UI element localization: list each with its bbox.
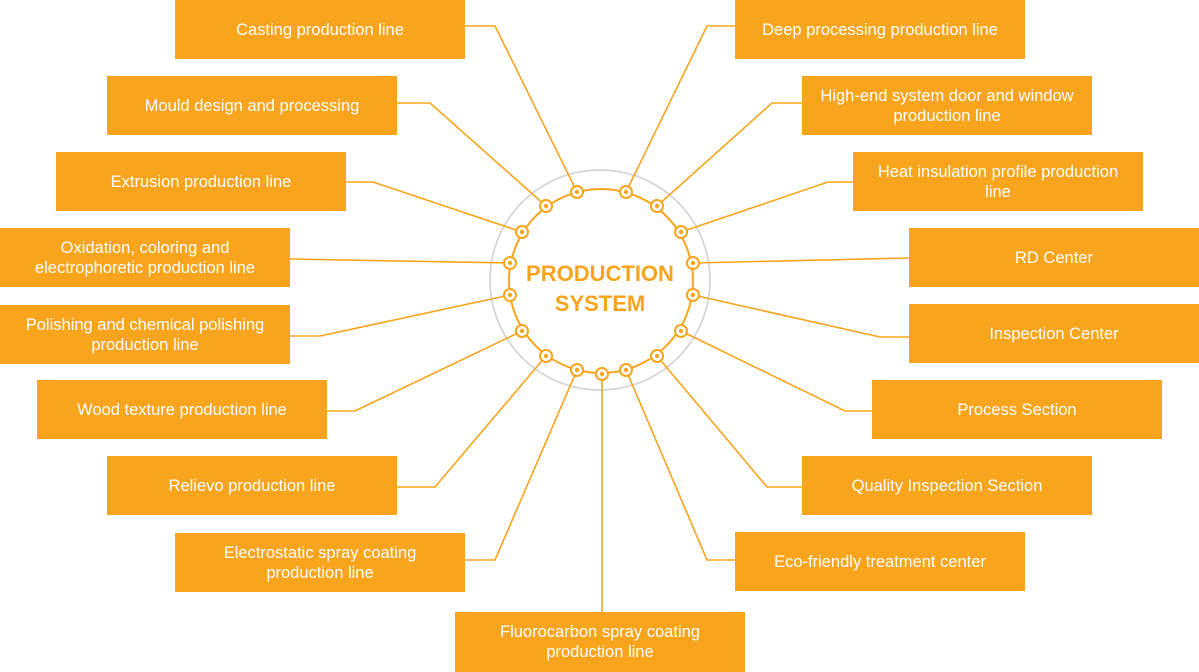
connector-line: [397, 102, 547, 207]
connector-line: [656, 355, 802, 488]
box-rd-center: RD Center: [909, 228, 1199, 287]
box-casting: Casting production line: [175, 0, 465, 59]
connector-node-dot: [507, 260, 513, 266]
connector-line: [625, 369, 735, 561]
center-title-line1: PRODUCTION: [526, 261, 674, 286]
connector-node-dot: [678, 328, 684, 334]
connector-line: [692, 257, 910, 264]
box-relievo: Relievo production line: [107, 456, 397, 515]
center-title-line2: SYSTEM: [554, 291, 646, 316]
connector-node-dot: [574, 367, 580, 373]
connector-node-dot: [654, 353, 660, 359]
box-extrusion: Extrusion production line: [56, 152, 346, 211]
box-fluorocarbon: Fluorocarbon spray coating production li…: [455, 612, 745, 672]
box-mould: Mould design and processing: [107, 76, 397, 135]
connector-node-dot: [574, 189, 580, 195]
box-quality-inspection: Quality Inspection Section: [802, 456, 1092, 515]
connector-line: [680, 330, 872, 412]
connector-node-dot: [599, 371, 605, 377]
connector-node-dot: [543, 203, 549, 209]
connector-line: [289, 258, 511, 264]
connector-node-dot: [543, 353, 549, 359]
box-process-section: Process Section: [872, 380, 1162, 439]
connector-node-dot: [654, 203, 660, 209]
connector-node-dot: [690, 260, 696, 266]
connector-line: [346, 181, 523, 233]
connector-line: [680, 181, 853, 233]
connector-line: [656, 102, 802, 207]
connector-node-dot: [507, 292, 513, 298]
box-inspection-center: Inspection Center: [909, 304, 1199, 363]
connector-node-dot: [519, 229, 525, 235]
connector-node-dot: [690, 292, 696, 298]
connector-node-dot: [623, 189, 629, 195]
connector-node-dot: [623, 367, 629, 373]
connector-line: [327, 330, 523, 412]
connector-line: [625, 25, 735, 193]
box-eco-treatment: Eco-friendly treatment center: [735, 532, 1025, 591]
box-polishing: Polishing and chemical polishing product…: [0, 305, 290, 364]
box-deep-processing: Deep processing production line: [735, 0, 1025, 59]
connector-line: [465, 25, 578, 193]
connector-node-dot: [519, 328, 525, 334]
connector-line: [465, 369, 578, 561]
box-electrostatic: Electrostatic spray coating production l…: [175, 533, 465, 592]
connector-node-dot: [678, 229, 684, 235]
box-oxidation: Oxidation, coloring and electrophoretic …: [0, 228, 290, 287]
box-high-end-door-window: High-end system door and window producti…: [802, 76, 1092, 135]
outer-ring: [489, 169, 711, 391]
box-heat-insulation: Heat insulation profile production line: [853, 152, 1143, 211]
connector-line: [290, 294, 511, 337]
box-wood-texture: Wood texture production line: [37, 380, 327, 439]
center-title: PRODUCTION SYSTEM: [500, 259, 700, 319]
connector-line: [397, 355, 547, 488]
connector-line: [692, 294, 909, 338]
